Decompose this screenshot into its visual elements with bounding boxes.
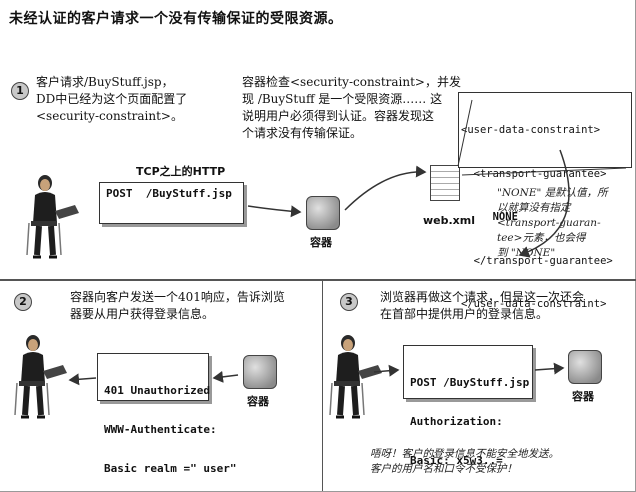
step-2-number: 2 [14,293,32,311]
figure-title: 未经认证的客户请求一个没有传输保证的受限资源。 [9,11,343,27]
default-value-note: "NONE" 是默认值，所 以就算没有指定 <transport-guaran-… [497,187,608,259]
arrow-to-client [68,373,97,386]
document-icon [430,165,460,201]
auth-request-box: POST /BuyStuff.jsp Authorization: Basic:… [403,345,533,467]
step-1-text: 客户请求/BuyStuff.jsp， DD中已经为这个页面配置了 <securi… [36,75,188,123]
file-label: web.xml [423,214,476,227]
server-label: 容器 [310,236,332,249]
server-icon-3 [568,350,602,384]
request-box: POST /BuyStuff.jsp [99,182,244,224]
code-snippet: <user-data-constraint> <transport-guaran… [461,124,613,310]
arrow-resend [373,364,400,377]
callout-leader-2 [461,167,627,176]
divider-vertical [322,281,323,491]
note-arrow [518,149,570,258]
container-check-text: 容器检查<security-constraint>，并发 现 /BuyStuff… [242,75,461,140]
arrow-to-webxml [344,165,427,211]
callout-leader-1 [457,99,473,167]
arrow-to-server [534,362,565,375]
code-callout [458,92,632,168]
server-icon [306,196,340,230]
server-label-2: 容器 [247,395,269,408]
divider-horizontal [0,279,636,281]
server-label-3: 容器 [572,390,594,403]
arrow-request [247,205,302,218]
insecure-warning-note: 唔呀！客户的登录信息不能安全地发送。 客户的用户名和口令不受保护！ [370,448,559,475]
step-2-text: 容器向客户发送一个401响应，告诉浏览 器要从用户获得登录信息。 [70,290,285,321]
step-3-number: 3 [340,293,358,311]
server-icon-2 [243,355,277,389]
arrow-response [212,370,239,383]
step-1-number: 1 [11,82,29,100]
person-step-2 [15,335,67,417]
person-step-3 [330,335,382,417]
http-label: TCP之上的HTTP [136,165,226,178]
response-box: 401 Unauthorized WWW-Authenticate: Basic… [97,353,236,475]
person-step-1 [27,175,79,257]
step-3-text: 浏览器再做这个请求，但是这一次还会 在首部中提供用户的登录信息。 [380,290,585,321]
